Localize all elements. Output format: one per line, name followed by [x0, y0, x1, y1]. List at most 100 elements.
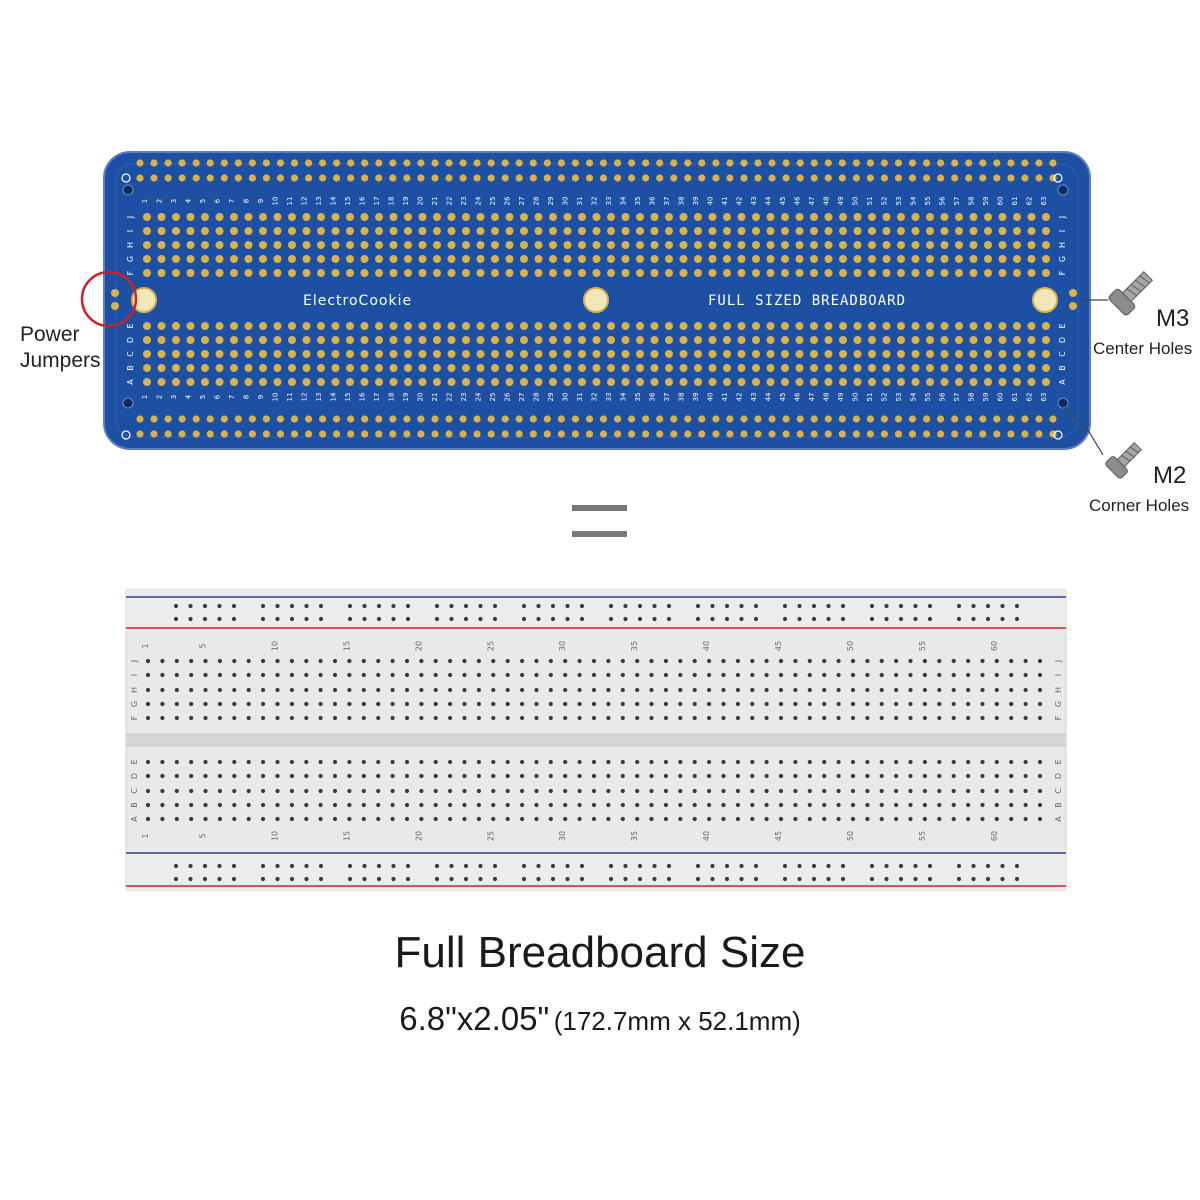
breadboard-terminal-hole [635, 773, 640, 779]
pcb-terminal-pad [1027, 213, 1036, 221]
m2-screw-icon [1105, 441, 1143, 479]
breadboard-rail-hole [231, 863, 237, 869]
breadboard-terminal-hole [922, 687, 928, 693]
breadboard-rail-hole [1000, 876, 1005, 882]
pcb-row-letter: F [1058, 270, 1067, 275]
pcb-row-letter: B [126, 365, 135, 371]
pcb-terminal-pad [534, 213, 543, 221]
pcb-terminal-pad [215, 378, 224, 386]
pcb-rail-pad [993, 174, 1001, 182]
pcb-column-number: 31 [576, 197, 584, 206]
breadboard-terminal-hole [174, 788, 179, 794]
breadboard-terminal-hole [376, 687, 381, 693]
pcb-row-letter: E [126, 323, 135, 328]
pcb-terminal-pad [969, 269, 978, 277]
pcb-terminal-pad [215, 269, 224, 277]
breadboard-terminal-hole [404, 802, 410, 808]
pcb-column-number: 51 [866, 393, 874, 402]
breadboard-terminal-hole [520, 773, 525, 779]
pcb-row-letter: D [1058, 337, 1067, 343]
pcb-terminal-pad [969, 350, 978, 358]
breadboard-terminal-hole [448, 816, 453, 822]
pcb-column-number: 25 [489, 197, 497, 206]
pcb-rail-pad [248, 415, 256, 423]
breadboard-terminal-hole [951, 715, 956, 721]
breadboard-terminal-hole [980, 816, 985, 822]
pcb-terminal-pad [389, 227, 398, 235]
breadboard-row-letter: H [1054, 687, 1063, 693]
pcb-terminal-pad [201, 350, 209, 358]
breadboard-terminal-hole [707, 687, 712, 693]
pcb-rail-pad [445, 174, 453, 182]
breadboard-terminal-hole [678, 788, 683, 794]
breadboard-terminal-hole [865, 715, 870, 721]
pcb-terminal-pad [592, 213, 601, 221]
breadboard-rail-hole [289, 616, 295, 622]
breadboard-rail-hole [782, 616, 788, 622]
breadboard-terminal-hole [347, 816, 352, 822]
breadboard-rail-hole [188, 603, 193, 609]
breadboard-terminal-hole [505, 816, 510, 822]
pcb-terminal-pad [911, 336, 920, 344]
breadboard-terminal-hole [879, 672, 884, 678]
pcb-rail-pad [740, 174, 748, 182]
breadboard-terminal-hole [922, 701, 928, 707]
breadboard-terminal-hole [232, 701, 237, 707]
pcb-terminal-pad [679, 336, 688, 344]
pcb-terminal-pad [534, 227, 543, 235]
breadboard-rail-hole [985, 863, 991, 869]
breadboard-terminal-hole [663, 658, 669, 664]
pcb-rail-pad [234, 415, 242, 423]
pcb-terminal-pad [534, 336, 543, 344]
breadboard-terminal-hole [750, 759, 755, 765]
pcb-rail-pad [375, 159, 383, 167]
pcb-rail-pad [206, 159, 214, 167]
breadboard-terminal-hole [1023, 759, 1028, 765]
breadboard-rail-hole [840, 603, 846, 609]
pcb-rail-pad [866, 159, 875, 167]
breadboard-terminal-hole [376, 672, 381, 678]
pcb-terminal-pad [273, 364, 282, 372]
breadboard-rail-hole [463, 616, 469, 622]
breadboard-rail-hole [173, 876, 179, 882]
pcb-terminal-pad [360, 227, 369, 235]
pcb-terminal-pad [230, 322, 238, 330]
breadboard-terminal-hole [261, 672, 266, 678]
breadboard-terminal-hole [908, 788, 913, 794]
breadboard-terminal-hole [289, 802, 294, 808]
breadboard-terminal-hole [217, 788, 222, 794]
breadboard-terminal-hole [764, 715, 769, 721]
pcb-column-number: 18 [388, 197, 396, 206]
breadboard-terminal-hole [145, 715, 151, 721]
pcb-terminal-pad [752, 269, 760, 277]
pcb-rail-pad [403, 415, 411, 423]
pcb-terminal-pad [404, 269, 412, 277]
breadboard-terminal-hole [145, 687, 151, 693]
pcb-terminal-pad [592, 364, 601, 372]
m3-center-hole-middle [583, 287, 609, 313]
pcb-terminal-pad [708, 213, 717, 221]
pcb-terminal-pad [810, 241, 818, 249]
breadboard-rail-hole [565, 603, 570, 609]
breadboard-terminal-hole [289, 773, 294, 779]
pcb-rail-pad [305, 430, 313, 438]
pcb-terminal-pad [317, 378, 325, 386]
pcb-terminal-pad [940, 336, 949, 344]
pcb-terminal-pad [331, 213, 340, 221]
pcb-terminal-pad [650, 269, 659, 277]
pcb-terminal-pad [636, 378, 644, 386]
breadboard-terminal-hole [189, 658, 194, 664]
breadboard-terminal-hole [491, 701, 496, 707]
pcb-terminal-pad [723, 241, 731, 249]
pcb-terminal-pad [650, 227, 659, 235]
breadboard-terminal-hole [807, 687, 812, 693]
breadboard-row-letter: J [1054, 660, 1063, 663]
pcb-rail-pad [375, 430, 383, 438]
pcb-row-letter: J [1058, 216, 1067, 219]
pcb-terminal-pad [607, 213, 615, 221]
pcb-terminal-pad [723, 255, 731, 263]
breadboard-terminal-hole [232, 773, 237, 779]
pcb-terminal-pad [737, 322, 746, 330]
breadboard-terminal-hole [275, 773, 280, 779]
